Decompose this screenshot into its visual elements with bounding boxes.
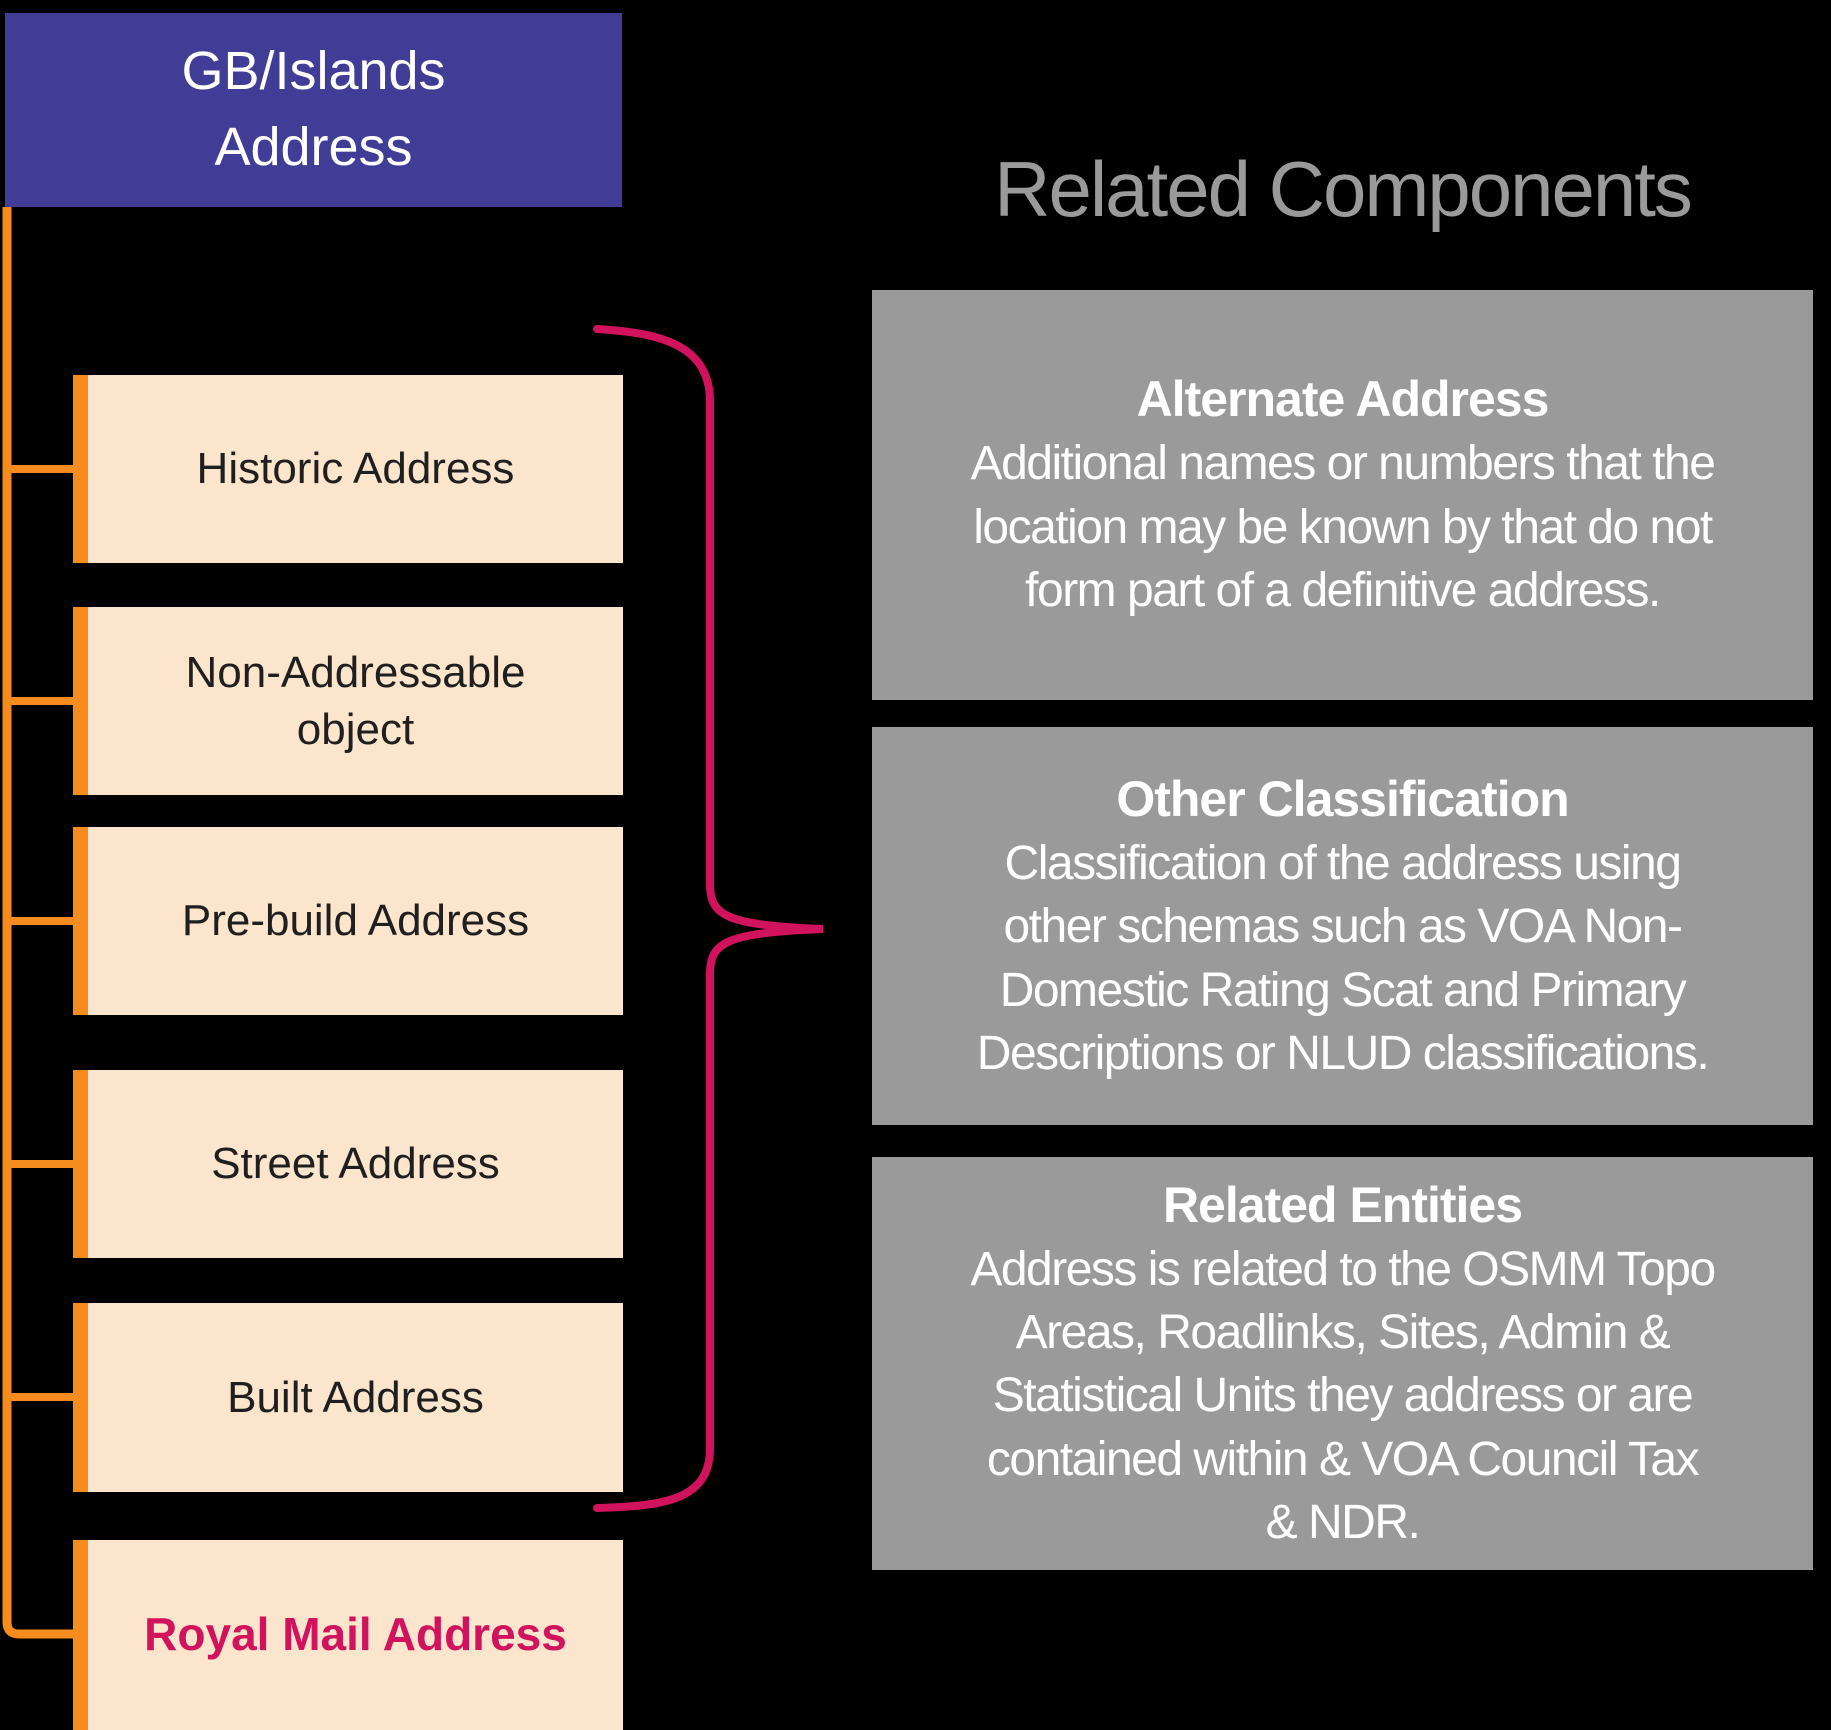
panel-related-entities: Related Entities Address is related to t… — [872, 1157, 1813, 1570]
panel-body: Additional names or numbers that the loc… — [970, 437, 1716, 618]
panel-other-classification: Other Classification Classification of t… — [872, 727, 1813, 1125]
root-node-gb-islands-address: GB/Islands Address — [5, 13, 622, 207]
hierarchy-branch-lines — [7, 465, 73, 1401]
node-label: Street Address — [211, 1139, 500, 1189]
node-built-address: Built Address — [73, 1303, 623, 1492]
node-label: Pre-build Address — [181, 896, 530, 946]
panel-title: Other Classification — [1116, 770, 1569, 827]
root-node-label: GB/Islands Address — [181, 41, 446, 177]
node-royal-mail-address: Royal Mail Address — [73, 1540, 623, 1730]
node-label: Non-Addressable object — [185, 647, 526, 754]
node-label: Historic Address — [196, 444, 515, 494]
node-label: Royal Mail Address — [144, 1608, 567, 1661]
node-pre-build-address: Pre-build Address — [73, 827, 623, 1015]
panel-body: Classification of the address using othe… — [976, 836, 1710, 1080]
related-components-heading: Related Components — [994, 145, 1693, 233]
panel-title: Alternate Address — [1136, 371, 1550, 428]
node-street-address: Street Address — [73, 1070, 623, 1258]
node-non-addressable-object: Non-Addressable object — [73, 607, 623, 795]
panel-title: Related Entities — [1162, 1176, 1523, 1233]
hierarchy-trunk-line — [2, 207, 73, 1639]
panel-body: Address is related to the OSMM Topo Area… — [970, 1242, 1716, 1550]
panel-alternate-address: Alternate Address Additional names or nu… — [872, 290, 1813, 700]
brace-connector — [593, 325, 824, 1512]
node-label: Built Address — [227, 1372, 484, 1422]
node-historic-address: Historic Address — [73, 375, 623, 563]
